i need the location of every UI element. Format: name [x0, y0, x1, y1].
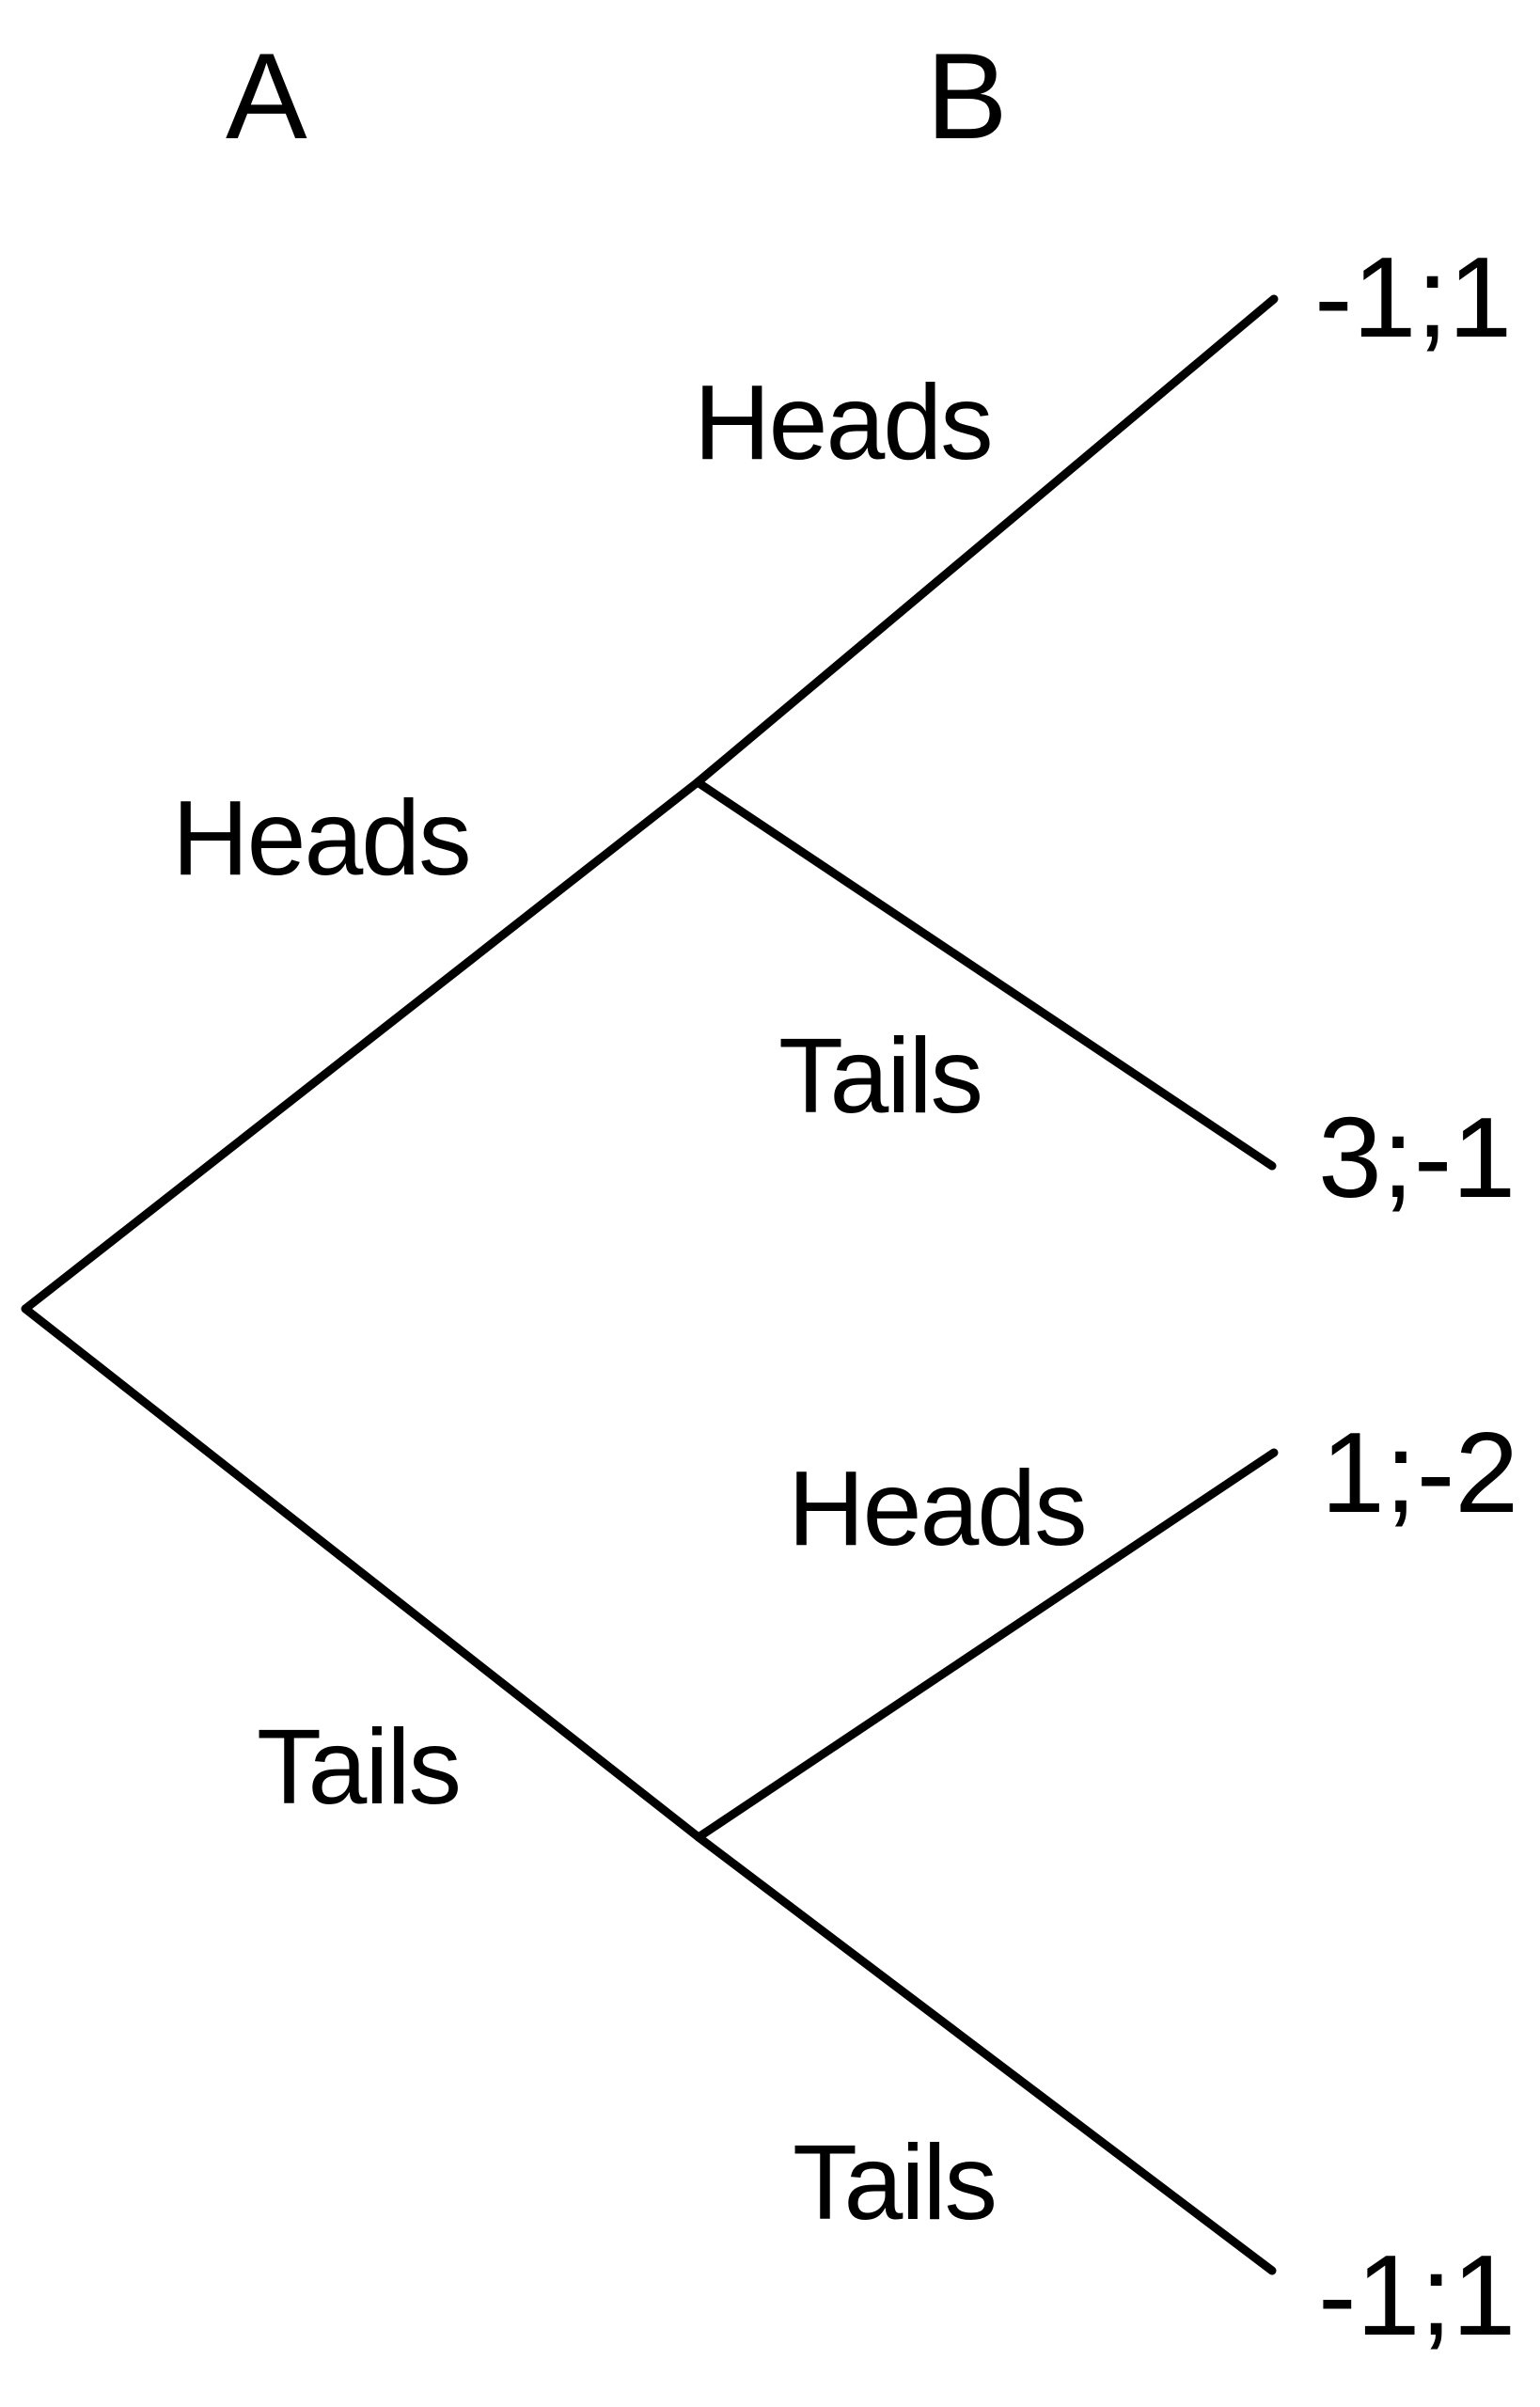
- edge-label-b-lower-tails: Tails: [793, 2123, 998, 2242]
- edge-label-a-heads: Heads: [172, 779, 472, 897]
- edge-label-b-upper-tails: Tails: [778, 1016, 983, 1135]
- b-upper-heads-branch: [693, 294, 1279, 787]
- b-lower-heads-branch: [694, 1448, 1279, 1842]
- payoff-heads-heads: -1;1: [1314, 233, 1513, 361]
- player-a-label: A: [226, 27, 307, 165]
- edge-label-b-lower-heads: Heads: [788, 1449, 1088, 1567]
- a-tails-branch: [21, 1304, 703, 1842]
- edge-label-b-upper-heads: Heads: [694, 363, 994, 481]
- edge-label-a-tails: Tails: [257, 1707, 462, 1826]
- player-b-label: B: [926, 27, 1008, 165]
- b-lower-tails-branch: [694, 1833, 1277, 2275]
- payoff-tails-heads: 1;-2: [1321, 1408, 1519, 1536]
- payoff-tails-tails: -1;1: [1318, 2231, 1516, 2359]
- payoff-heads-tails: 3;-1: [1318, 1093, 1516, 1221]
- a-heads-branch: [21, 778, 702, 1314]
- b-upper-tails-branch: [693, 778, 1277, 1171]
